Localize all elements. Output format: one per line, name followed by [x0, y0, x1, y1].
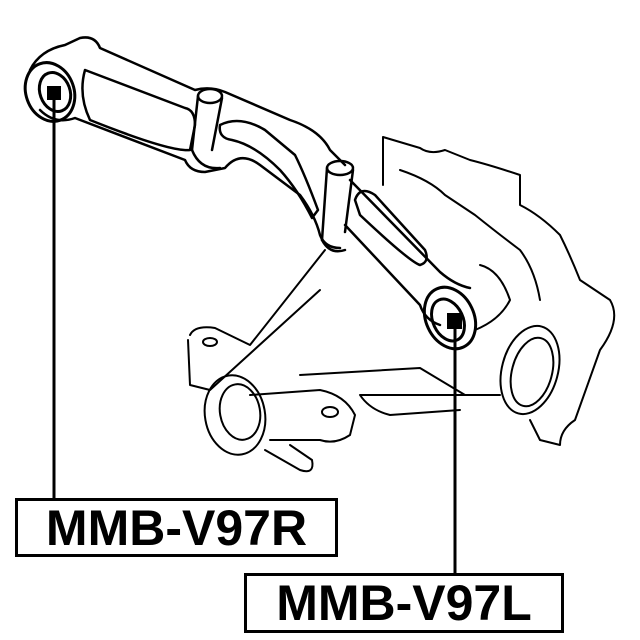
bushing-right-eye [23, 61, 77, 123]
marker-right-square [47, 86, 61, 100]
callout-leaders [47, 86, 462, 575]
link-arm [320, 159, 472, 327]
differential-housing [299, 136, 616, 446]
part-number-left: MMB-V97L [276, 575, 532, 631]
lower-bracket [187, 249, 356, 473]
part-number-right: MMB-V97R [45, 499, 308, 556]
part-label-left: MMB-V97L [244, 573, 564, 633]
mount-arm [28, 36, 347, 250]
part-label-right: MMB-V97R [15, 498, 338, 557]
marker-left-square [447, 313, 462, 329]
